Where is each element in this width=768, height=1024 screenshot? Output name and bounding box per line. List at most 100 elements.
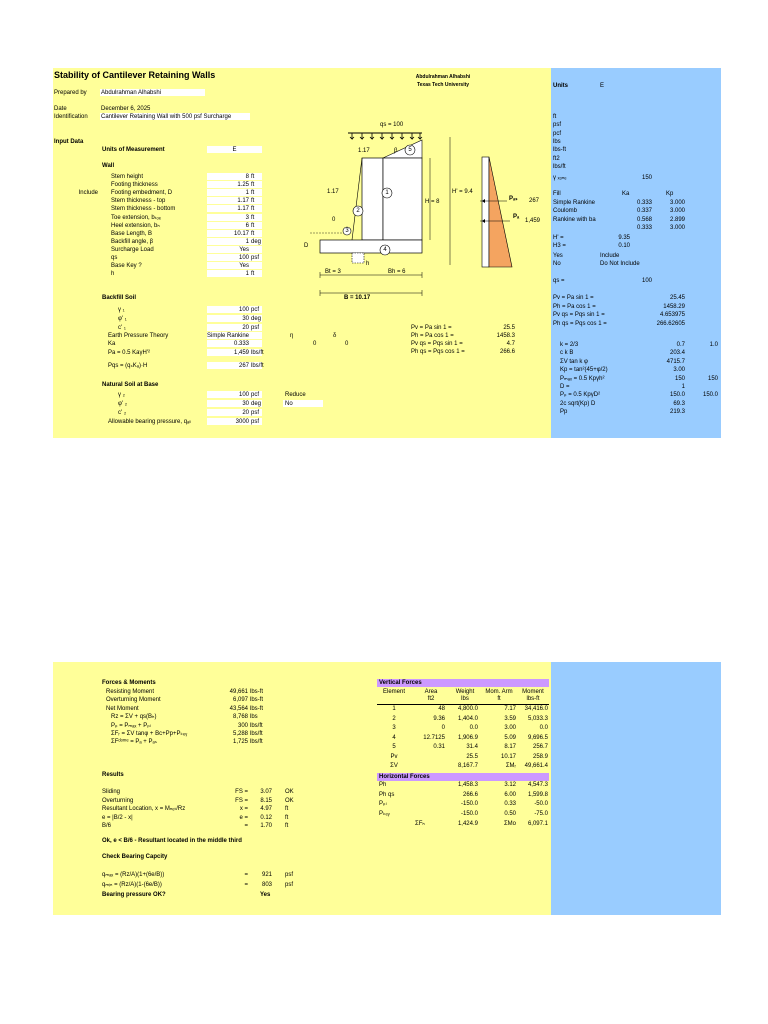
reduce-cell[interactable]	[283, 400, 323, 407]
fm-value: 8,768	[232, 714, 248, 721]
diag-b-label: B = 10.17	[344, 295, 371, 301]
wall-row-unit: deg	[251, 238, 262, 245]
fm-label: Rz = ΣV + qs(Bₕ)	[111, 714, 157, 721]
mid-force-value: 266.6	[499, 349, 515, 355]
natural-row-value: 100	[238, 392, 249, 398]
ident-value: Cantilever Retaining Wall with 500 psf S…	[101, 114, 232, 120]
wall-row-label: Base Key ?	[111, 263, 142, 270]
hf-cell: 4,547.3	[527, 782, 548, 788]
wall-row-label: Toe extension, bₜₒₑ	[111, 214, 161, 221]
wall-input-cell[interactable]	[207, 173, 262, 180]
units-measure-cell[interactable]	[207, 146, 262, 153]
backfill-input-cell[interactable]	[207, 315, 262, 322]
vf-col-unit: lbs-ft	[526, 696, 540, 702]
result-value: 4.97	[260, 806, 272, 813]
hf-cell: 1,599.8	[527, 791, 548, 798]
vf-cell: 5.09	[504, 734, 516, 741]
fm-unit: lbs/ft	[250, 731, 263, 737]
mid-force-label: Pv qs = Pqs sin 1 =	[411, 341, 463, 347]
hf-cell: ΣMo	[503, 820, 516, 827]
wall-input-cell[interactable]	[207, 189, 262, 197]
vf-cell: 5	[392, 744, 396, 750]
hf-cell: Pₚₗ	[379, 801, 387, 808]
wall-input-cell[interactable]	[207, 254, 262, 261]
wall-input-cell[interactable]	[207, 245, 262, 253]
wall-input-cell[interactable]	[207, 229, 262, 237]
wall-input-cell[interactable]	[207, 237, 262, 245]
backfill-input-cell[interactable]	[207, 340, 262, 347]
fm-value: 43,564	[229, 705, 248, 712]
diag-h-label: H = 8	[425, 199, 440, 205]
mid-force-value: 1458.3	[496, 333, 515, 339]
stem-batter-line	[351, 157, 363, 241]
backfill-input-cell[interactable]	[207, 332, 262, 339]
wall-input-cell[interactable]	[207, 197, 262, 205]
backfill-input-cell[interactable]	[207, 362, 262, 369]
diag-pa-label: Pₐ	[513, 214, 520, 220]
mid-force-value: 4.7	[506, 341, 515, 347]
wall-row-value: Yes	[239, 246, 249, 253]
bearing-unit: psf	[285, 872, 294, 878]
passive-value: 0.7	[676, 342, 685, 348]
vf-cell: 34,416.0	[524, 706, 548, 712]
theory-name: Fill	[553, 191, 561, 197]
theory-name: Rankine with ba	[553, 216, 596, 223]
fm-label: Net Moment	[106, 705, 139, 712]
backfill-row-label: Pqs = (qₛKₐ)·H	[108, 363, 148, 369]
diag-pa-value: 1,459	[525, 218, 541, 224]
vf-cell: 4	[392, 734, 396, 741]
backfill-input-cell[interactable]	[207, 324, 262, 331]
vf-cell: 8,167.7	[457, 763, 478, 769]
wall-input-cell[interactable]	[207, 221, 262, 229]
theory-ka: 0.568	[636, 216, 652, 223]
right-force-label: Ph = Pa cos 1 =	[553, 303, 596, 310]
hf-cell: Ph qs	[379, 791, 395, 798]
wall-row-value: 1	[245, 271, 249, 278]
wall-input-cell[interactable]	[207, 213, 262, 221]
result-unit: ft	[285, 806, 289, 813]
natural-input-cell[interactable]	[207, 418, 262, 425]
wall-input-cell[interactable]	[207, 270, 262, 278]
wall-input-cell[interactable]	[207, 181, 262, 189]
university: Texas Tech University	[416, 82, 470, 88]
wall-row-unit: ft	[251, 206, 255, 213]
wall-input-cell[interactable]	[207, 262, 262, 270]
gamma-conc-value: 150	[641, 175, 652, 181]
diag-zero: 0	[332, 217, 336, 223]
unit-item: lbs-ft	[553, 147, 567, 154]
units-measure-label: Units of Measurement	[102, 147, 165, 153]
bearing-label: qₘᵢₙ = (Rz/A)(1-(6e/B))	[102, 882, 162, 888]
wall-heading: Wall	[102, 163, 115, 169]
passive-extra: 1.0	[709, 342, 718, 348]
natural-input-cell[interactable]	[207, 400, 262, 407]
backfill-row-value: 267	[238, 363, 249, 369]
backfill-input-cell[interactable]	[207, 349, 262, 356]
fm-unit: lbs-ft	[250, 697, 264, 704]
fm-label: Resisting Moment	[106, 689, 155, 695]
passive-value: 4715.7	[666, 358, 685, 365]
result-sym: e =	[239, 814, 248, 821]
unit-item: psf	[553, 122, 562, 129]
wall-row-value: 1.25	[237, 182, 249, 189]
results-heading: Results	[102, 772, 124, 778]
right-force-value: 1458.29	[663, 303, 685, 310]
result-unit: ft	[285, 814, 289, 821]
theory-kp: 3.000	[670, 199, 686, 206]
natural-input-cell[interactable]	[207, 391, 262, 398]
hf-cell: 0.50	[504, 811, 516, 818]
natural-row-label: Allowable bearing pressure, qₐₗₗ	[108, 419, 192, 425]
diag-bt-label: Bt = 3	[325, 269, 341, 275]
wall-row-label: Backfill angle, β	[111, 238, 154, 245]
backfill-input-cell[interactable]	[207, 306, 262, 313]
no-label: No	[553, 261, 561, 267]
mid-force-label: Ph qs = Pqs cos 1 =	[411, 349, 465, 355]
wall-row-value: 100	[238, 255, 249, 261]
backfill-row-label: Earth Pressure Theory	[108, 333, 169, 339]
yes-label: Yes	[553, 253, 563, 259]
natural-input-cell[interactable]	[207, 409, 262, 416]
ident-cell[interactable]	[100, 113, 250, 120]
wall-input-cell[interactable]	[207, 205, 262, 213]
unit-item: lbs/ft	[553, 163, 566, 170]
bearing-label: qₘₐₓ = (Rz/A)(1+(6e/B))	[102, 872, 165, 878]
prepared-by-cell[interactable]	[100, 89, 205, 96]
